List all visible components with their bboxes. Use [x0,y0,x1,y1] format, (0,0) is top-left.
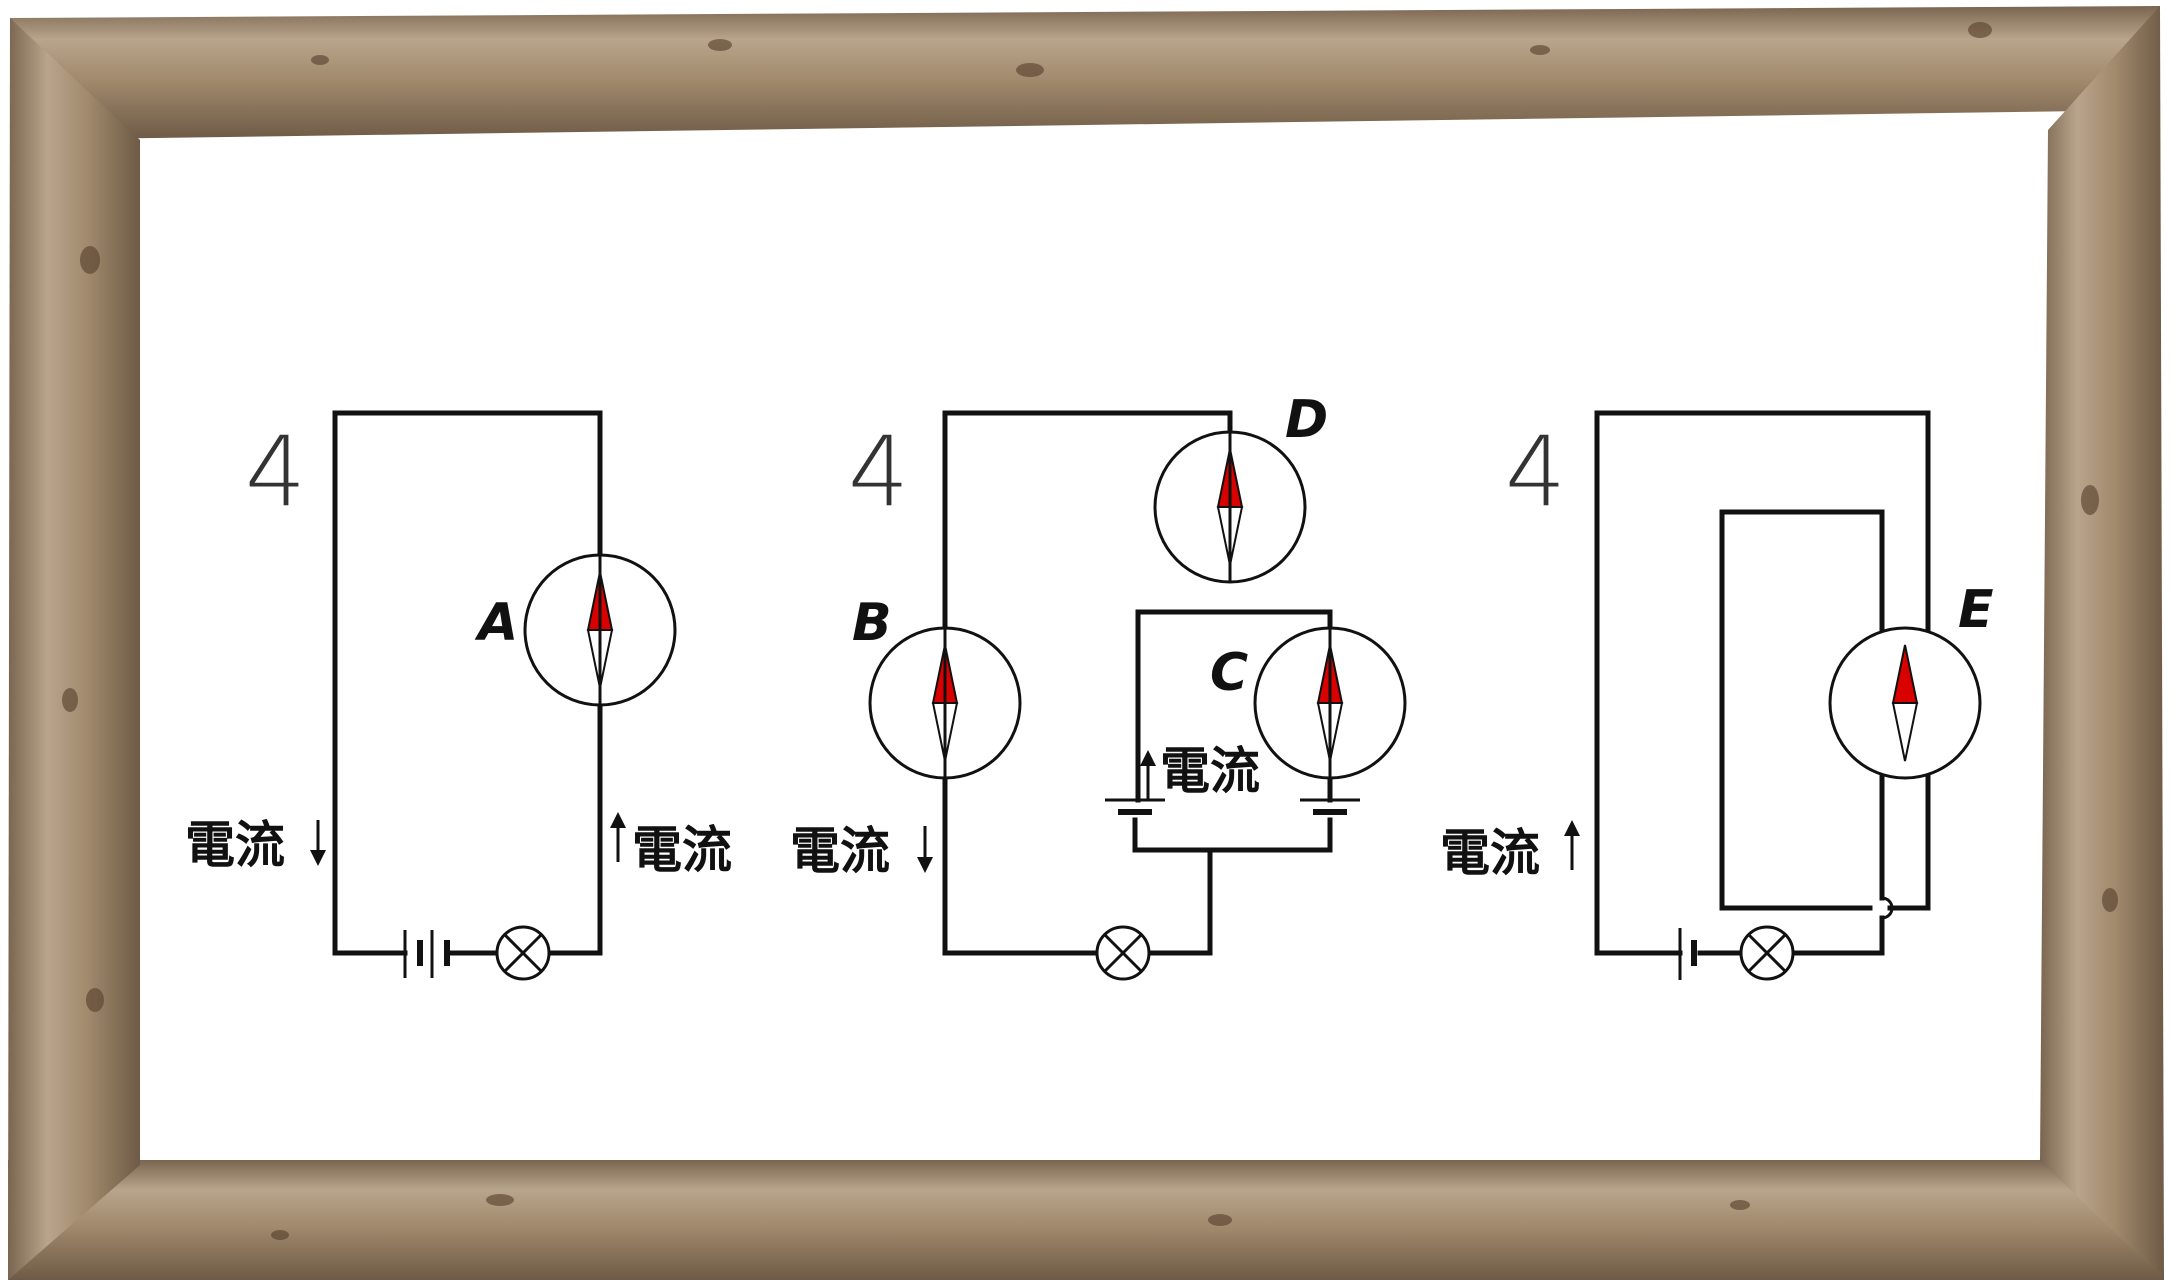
panel-2-wire [942,410,1333,956]
battery-2b [1300,798,1360,815]
compass-label-b: B [852,593,892,653]
arrow-up-icon [1564,820,1580,870]
panel-1-number: 4 [245,416,306,528]
frame-top-log [10,6,2160,140]
bark-knots [62,22,2118,1240]
wooden-frame [8,6,2164,1280]
compass-label-d: D [1285,390,1328,450]
current-label-inner: 電流 [1160,742,1260,800]
arrow-down-icon [917,826,933,873]
current-label-right: 電流 [632,821,732,879]
compass-label-a: A [474,593,518,653]
current-label-left: 電流 [790,822,890,880]
panel-3-number: 4 [1505,416,1566,528]
compass-e [1828,626,1982,780]
lamp-3 [1739,925,1795,981]
arrow-up-icon [1140,750,1156,800]
panel-2: 4 D B [790,390,1407,981]
panel-1-wire-loop [332,410,603,956]
wire-crossover [1881,896,1894,920]
compass-b [868,626,1022,780]
lamp-2 [1095,925,1151,981]
frame-left-log [8,18,140,1280]
arrow-up-icon [610,812,626,862]
frame-bottom-log [8,1160,2164,1280]
battery-2a [1105,798,1165,815]
battery-3 [1678,928,1697,980]
current-label-left: 電流 [1440,824,1540,882]
lamp-1 [495,925,551,981]
battery-1 [403,930,450,978]
compass-label-c: C [1210,643,1248,703]
compass-c [1253,626,1407,780]
compass-d [1153,430,1307,584]
panel-2-number: 4 [848,416,909,528]
compass-label-e: E [1958,580,1994,640]
compass-a [523,553,677,707]
arrow-down-icon [310,820,326,866]
panel-1: 4 A 電流 [185,410,732,981]
panel-3: 4 E 電流 [1440,410,1994,981]
current-label-left: 電流 [185,816,285,874]
frame-right-log [2040,6,2164,1280]
